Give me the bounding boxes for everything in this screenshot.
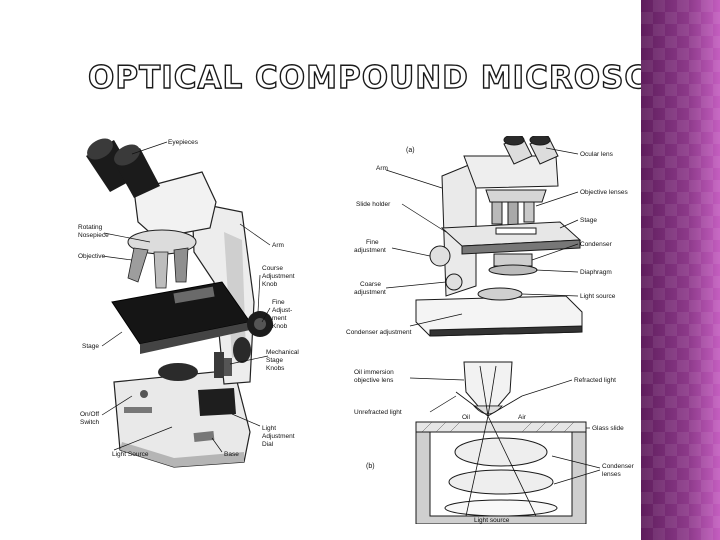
decorative-sidebar — [641, 0, 720, 540]
b-oil-immersion-2: objective lens — [354, 377, 394, 384]
b-oil: Oil — [462, 414, 471, 421]
a-arm: Arm — [376, 165, 388, 172]
a-diaphragm: Diaphragm — [580, 269, 612, 276]
label-fine-1: Fine — [272, 299, 285, 306]
diagram-b: Oil immersion objective lens Unrefracted… — [354, 361, 635, 524]
label-mechanical-1: Mechanical — [266, 349, 299, 356]
b-oil-immersion-1: Oil immersion — [354, 369, 394, 376]
b-unrefracted-light: Unrefracted light — [354, 409, 402, 416]
label-objective: Objective — [78, 253, 105, 260]
a-coarse-1: Coarse — [360, 281, 381, 288]
photo-labels: Eyepieces Rotating Nosepiece Objective A… — [78, 139, 299, 458]
label-rotating-1: Rotating — [78, 224, 103, 231]
a-panel: (a) — [406, 147, 415, 154]
label-base: Base — [224, 451, 239, 458]
b-condenser-1: Condenser — [602, 463, 635, 470]
label-stage: Stage — [82, 343, 99, 350]
a-stage: Stage — [580, 217, 597, 224]
label-onoff-2: Switch — [80, 419, 100, 426]
b-light-source: Light source — [474, 517, 510, 524]
b-condenser-2: lenses — [602, 471, 622, 478]
a-coarse-2: adjustment — [354, 289, 386, 296]
label-light-adj-3: Dial — [262, 441, 274, 448]
a-ocular-lens: Ocular lens — [580, 151, 614, 158]
label-rotating-2: Nosepiece — [78, 232, 109, 239]
a-condenser-adjustment: Condenser adjustment — [346, 329, 412, 336]
label-light-source: Light Source — [112, 451, 149, 458]
a-condenser: Condenser — [580, 241, 613, 248]
label-eyepieces: Eyepieces — [168, 139, 199, 146]
label-fine-3: ment — [272, 315, 287, 322]
label-coarse-2: Adjustment — [262, 273, 295, 280]
a-objective-lenses: Objective lenses — [580, 189, 628, 196]
label-coarse-1: Course — [262, 265, 283, 272]
b-panel: (b) — [366, 463, 375, 470]
label-onoff-1: On/Off — [80, 411, 99, 418]
label-arm: Arm — [272, 242, 284, 249]
label-fine-4: Knob — [272, 323, 288, 330]
label-coarse-3: Knob — [262, 281, 278, 288]
b-air: Air — [518, 414, 527, 421]
b-refracted-light: Refracted light — [574, 377, 616, 384]
a-fine-1: Fine — [366, 239, 379, 246]
b-glass-slide: Glass slide — [592, 425, 624, 432]
label-light-adj-2: Adjustment — [262, 433, 295, 440]
label-light-adj-1: Light — [262, 425, 276, 432]
a-fine-2: adjustment — [354, 247, 386, 254]
label-mechanical-3: Knobs — [266, 365, 285, 372]
slide-title: OPTICAL COMPOUND MICROSCOPE — [87, 59, 720, 96]
label-fine-2: Adjust- — [272, 307, 292, 314]
a-slide-holder: Slide holder — [356, 201, 391, 208]
a-light-source: Light source — [580, 293, 616, 300]
label-mechanical-2: Stage — [266, 357, 283, 364]
diagram-a: (a) Arm Slide holder Fine adjustment Coa… — [346, 136, 628, 337]
microscope-photo — [86, 138, 273, 468]
